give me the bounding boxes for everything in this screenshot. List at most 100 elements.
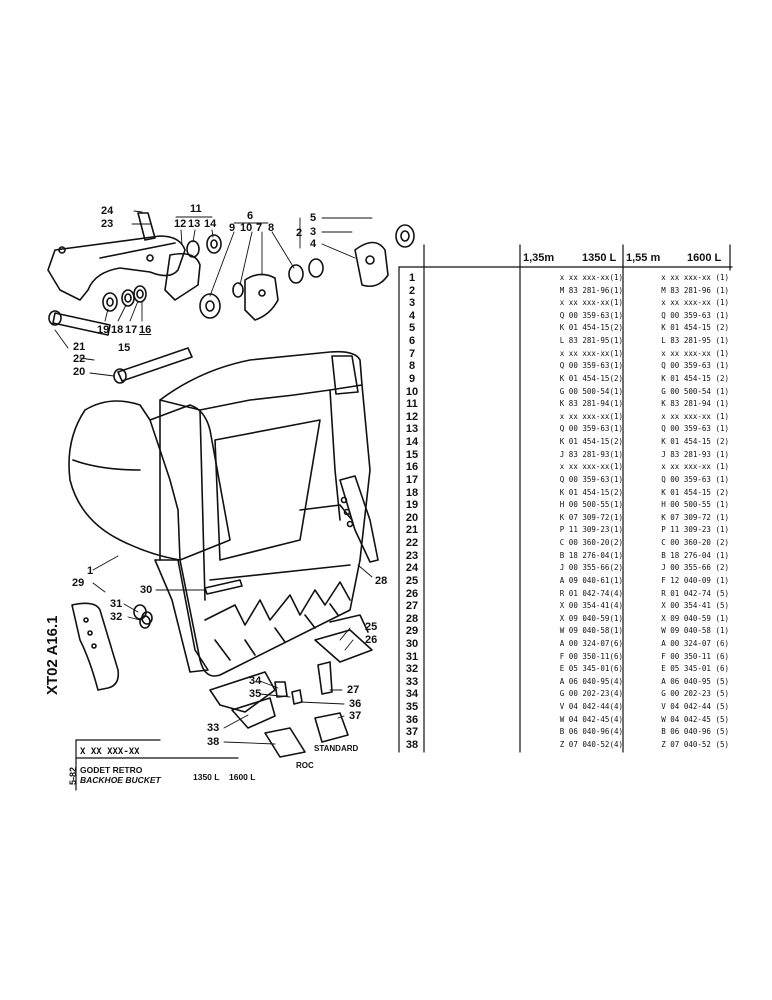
part-number-1600l: C 00 360-20 (2) xyxy=(661,538,729,548)
part-number-1350l: K 01 454-15(2) xyxy=(559,373,623,383)
callout-19: 19 xyxy=(97,324,110,336)
part-number-1600l: M 83 281-96 (1) xyxy=(661,285,729,295)
callout-20: 20 xyxy=(73,366,86,378)
part-number-1350l: K 01 454-15(2) xyxy=(559,487,623,497)
part-number-1600l: x xx xxx-xx (1) xyxy=(661,462,729,472)
part-number-1350l: K 83 281-94(1) xyxy=(559,399,623,409)
part-number-1600l: J 00 355-66 (2) xyxy=(661,563,729,573)
callout-38: 38 xyxy=(207,736,220,748)
item-number: 36 xyxy=(405,713,419,726)
item-number: 14 xyxy=(405,436,419,449)
item-number: 33 xyxy=(405,675,419,688)
part-number-1600l: B 18 276-04 (1) xyxy=(661,550,729,560)
table-row: 36 W 04 042-45(4) W 04 042-45 (5) xyxy=(399,714,732,726)
part-number-1350l: G 00 500-54(1) xyxy=(559,386,623,396)
callout-34: 34 xyxy=(249,675,262,687)
callout-30: 30 xyxy=(140,584,153,596)
header-capacity-1: 1350 L xyxy=(582,252,617,264)
side-cutter-right xyxy=(339,475,379,563)
bucket-body xyxy=(68,350,371,677)
callout-35: 35 xyxy=(249,688,262,700)
part-number-1350l: A 00 324-07(6) xyxy=(559,638,623,648)
item-number: 5 xyxy=(408,322,416,335)
header-size-2: 1,55 m xyxy=(626,252,661,264)
part-number-1350l: W 04 042-45(4) xyxy=(559,714,623,724)
part-number-1350l: K 01 454-15(2) xyxy=(559,323,623,333)
item-number: 12 xyxy=(405,410,419,423)
part-number-1600l: W 04 042-45 (5) xyxy=(661,714,729,724)
callout-3: 3 xyxy=(310,226,317,238)
part-number-1600l: V 04 042-44 (5) xyxy=(661,702,729,712)
item-number: 22 xyxy=(405,537,419,550)
item-number: 7 xyxy=(408,347,416,360)
callout-26: 26 xyxy=(365,634,378,646)
part-number-1350l: x xx xxx-xx(1) xyxy=(559,273,623,282)
part-number-1600l: K 01 454-15 (2) xyxy=(661,323,729,333)
callout-7: 7 xyxy=(256,222,263,234)
callout-11: 11 xyxy=(190,203,202,215)
item-number: 18 xyxy=(405,486,419,499)
part-number-1350l: F 00 350-11(6) xyxy=(559,651,623,661)
item-number: 35 xyxy=(405,701,419,714)
callout-4: 4 xyxy=(310,238,317,250)
part-number-1350l: K 07 309-72(1) xyxy=(559,512,623,522)
part-number-1600l: W 09 040-58 (1) xyxy=(661,626,729,636)
part-number-1600l: K 01 454-15 (2) xyxy=(661,373,729,383)
item-number: 38 xyxy=(405,738,419,751)
side-cutter-left xyxy=(71,602,120,691)
item-number: 29 xyxy=(405,625,419,638)
header-size-1: 1,35m xyxy=(523,252,555,264)
label-standard: STANDARD xyxy=(314,744,359,753)
item-number: 34 xyxy=(405,688,419,701)
part-number-1350l: V 04 042-44(4) xyxy=(559,702,623,712)
part-number-1600l: K 01 454-15 (2) xyxy=(661,487,729,497)
part-number-1350l: G 00 202-23(4) xyxy=(559,689,623,699)
part-number-1350l: E 05 345-01(6) xyxy=(559,664,623,674)
item-number: 23 xyxy=(405,549,419,562)
callout-13: 13 xyxy=(188,218,201,230)
part-number-1600l: x xx xxx-xx (1) xyxy=(661,298,729,308)
part-number-1600l: E 05 345-01 (6) xyxy=(661,664,729,674)
part-number-1350l: P 11 309-23(1) xyxy=(559,525,623,535)
item-number: 13 xyxy=(405,423,419,436)
callout-31: 31 xyxy=(110,598,123,610)
part-number-1600l: B 06 040-96 (5) xyxy=(661,727,729,737)
part-number-1350l: A 06 040-95(4) xyxy=(559,676,623,686)
title-size-2: 1600 L xyxy=(229,772,256,782)
item-number: 10 xyxy=(405,385,419,398)
part-number-1350l: M 83 281-96(1) xyxy=(559,285,623,295)
callout-36: 36 xyxy=(349,698,362,710)
part-number-1600l: P 11 309-23 (1) xyxy=(661,525,729,535)
callout-8: 8 xyxy=(268,222,275,234)
callout-15: 15 xyxy=(118,342,131,354)
item-number: 32 xyxy=(405,663,419,676)
item-number: 20 xyxy=(405,511,419,524)
part-number-1600l: A 00 324-07 (6) xyxy=(661,638,729,648)
part-number-1600l: Q 00 359-63 (1) xyxy=(661,361,729,371)
title-size-1: 1350 L xyxy=(193,772,220,782)
part-number-1600l: Z 07 040-52 (5) xyxy=(661,739,729,749)
part-number-1350l: x xx xxx-xx(1) xyxy=(559,462,623,472)
item-number: 28 xyxy=(405,612,419,625)
part-number-1350l: Z 07 040-52(4) xyxy=(559,739,623,749)
callout-12: 12 xyxy=(174,218,187,230)
item-number: 26 xyxy=(405,587,419,600)
table-row: 2 M 83 281-96(1) M 83 281-96 (1) xyxy=(399,285,732,297)
item-number: 2 xyxy=(408,284,416,297)
part-number-1350l: H 00 500-55(1) xyxy=(559,500,623,510)
